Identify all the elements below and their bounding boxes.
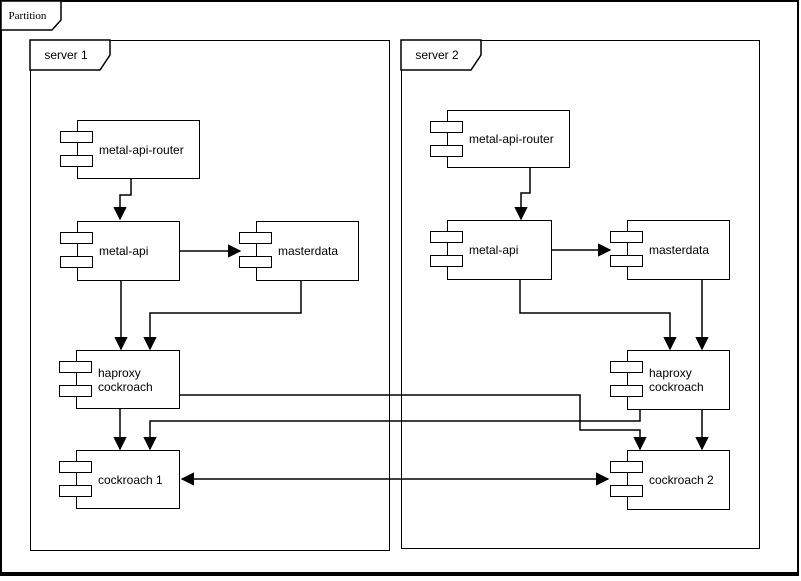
partition-label: Partition bbox=[8, 10, 47, 22]
component-haproxy-cockroach-2: haproxy cockroach bbox=[610, 350, 730, 410]
component-port-tab bbox=[60, 232, 93, 244]
component-port-tab bbox=[59, 361, 92, 373]
component-metal-api-1: metal-api bbox=[60, 221, 180, 281]
component-cockroach-1: cockroach 1 bbox=[59, 450, 180, 509]
component-port-tab bbox=[59, 385, 92, 397]
component-label-haproxy-cockroach-2: haproxy cockroach bbox=[649, 366, 704, 394]
component-haproxy-cockroach-1: haproxy cockroach bbox=[59, 350, 180, 409]
component-masterdata-1: masterdata bbox=[239, 221, 359, 281]
component-metal-api-2: metal-api bbox=[430, 220, 552, 280]
component-port-tab bbox=[60, 155, 93, 167]
component-port-tab bbox=[430, 255, 463, 267]
component-port-tab bbox=[60, 131, 93, 143]
component-label-metal-api-router-1: metal-api-router bbox=[99, 142, 184, 157]
component-port-tab bbox=[430, 231, 463, 243]
component-port-tab bbox=[239, 256, 272, 268]
component-label-masterdata-1: masterdata bbox=[278, 244, 339, 258]
component-metal-api-router-1: metal-api-router bbox=[60, 120, 200, 179]
component-port-tab bbox=[239, 232, 272, 244]
component-port-tab bbox=[60, 256, 93, 268]
component-port-tab bbox=[610, 461, 643, 473]
component-port-tab bbox=[610, 361, 643, 373]
group-label-server-2: server 2 bbox=[415, 48, 459, 62]
component-label-metal-api-1: metal-api bbox=[99, 244, 149, 258]
component-port-tab bbox=[610, 255, 643, 267]
component-label-metal-api-2: metal-api bbox=[469, 243, 519, 257]
component-label-cockroach-1: cockroach 1 bbox=[98, 472, 163, 487]
component-port-tab bbox=[610, 231, 643, 243]
component-port-tab bbox=[430, 145, 463, 157]
component-port-tab bbox=[59, 485, 92, 497]
component-label-metal-api-router-2: metal-api-router bbox=[469, 132, 554, 146]
component-label-cockroach-2: cockroach 2 bbox=[649, 473, 714, 487]
component-masterdata-2: masterdata bbox=[610, 220, 730, 280]
component-metal-api-router-2: metal-api-router bbox=[430, 110, 570, 168]
component-label-masterdata-2: masterdata bbox=[649, 243, 710, 257]
component-port-tab bbox=[610, 485, 643, 497]
component-port-tab bbox=[610, 385, 643, 397]
group-label-server-1: server 1 bbox=[44, 48, 88, 62]
component-port-tab bbox=[430, 121, 463, 133]
component-label-haproxy-cockroach-1: haproxy cockroach bbox=[98, 365, 153, 394]
component-cockroach-2: cockroach 2 bbox=[610, 450, 730, 510]
component-port-tab bbox=[59, 461, 92, 473]
